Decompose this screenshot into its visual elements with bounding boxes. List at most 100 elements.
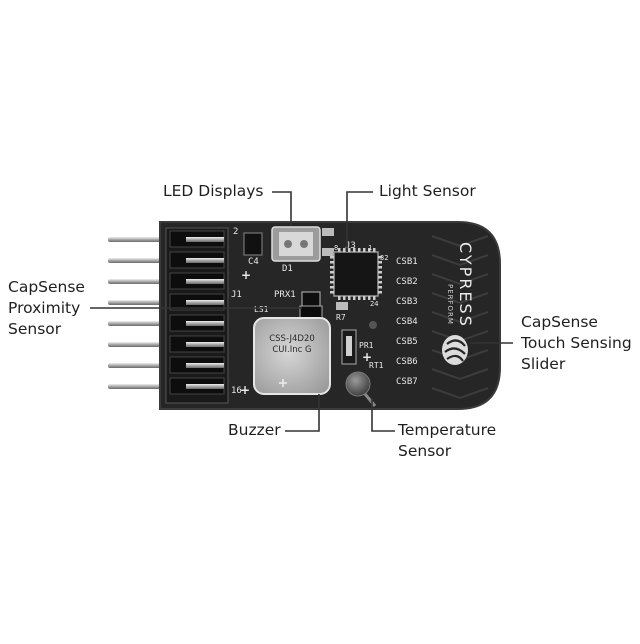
chip-pin — [368, 248, 371, 252]
callout-led-displays-text: LED Displays — [163, 182, 264, 200]
chip-pin — [343, 296, 346, 300]
chip-pin — [330, 261, 334, 264]
silk-csb-label: CSB4 — [396, 317, 418, 327]
regulator-chip — [243, 232, 263, 256]
callout-buzzer: Buzzer — [228, 420, 281, 441]
silk-plus: + — [362, 350, 372, 364]
led-dot — [300, 240, 308, 248]
leader-lines — [90, 191, 513, 432]
callout-light-sensor: Light Sensor — [379, 181, 476, 202]
cypress-logo-icon — [442, 335, 468, 365]
silk-j3: J3 — [345, 241, 356, 251]
leader-light-sensor — [346, 191, 373, 252]
callout-touch-slider-line3: Slider — [521, 355, 566, 373]
silk-n24: 24 — [370, 300, 378, 308]
chip-pin — [378, 271, 382, 274]
smd-component — [322, 248, 334, 256]
chip-pin — [330, 266, 334, 269]
chip-pin — [363, 248, 366, 252]
thermistor-leg — [363, 393, 377, 407]
pr1-window — [346, 336, 352, 356]
chip-pin — [378, 291, 382, 294]
chip-pin — [378, 256, 382, 259]
callout-touch-slider: CapSense Touch Sensing Slider — [521, 312, 632, 375]
chip-pin — [348, 296, 351, 300]
callout-buzzer-text: Buzzer — [228, 421, 281, 439]
chip-pin — [330, 271, 334, 274]
silk-csb-label: CSB1 — [396, 257, 418, 267]
proximity-connector — [301, 291, 321, 307]
chip-pin — [353, 296, 356, 300]
r7-resistor — [336, 302, 348, 310]
chevron-segment — [431, 368, 489, 381]
fiducial — [369, 321, 377, 329]
silk-ls1: LS1 — [254, 305, 269, 314]
chevron-segment — [431, 254, 489, 267]
connector-slots — [169, 230, 225, 395]
leader-buzzer — [285, 394, 320, 432]
silk-n1: 1 — [368, 244, 372, 252]
led-dot — [284, 240, 292, 248]
chevron-segment — [431, 273, 489, 286]
connector-pin — [186, 384, 224, 389]
chip-pin — [353, 248, 356, 252]
chip-pin — [330, 281, 334, 284]
buzzer-label: CSS-J4D20 CUI.Inc G — [254, 334, 330, 356]
silk-c4: C4 — [248, 257, 259, 267]
callout-proximity-line2: Proximity — [8, 299, 81, 317]
chip-pins — [330, 248, 382, 300]
connector-pin — [186, 279, 224, 284]
brand-sub-text: PERFORM — [446, 284, 454, 325]
chip-pin — [378, 286, 382, 289]
chip-pin — [363, 296, 366, 300]
chip-pin — [378, 261, 382, 264]
callout-proximity-line1: CapSense — [8, 278, 85, 296]
brand-mark: CYPRESS PERFORM — [446, 242, 475, 328]
buzzer — [253, 317, 331, 395]
chip-pin — [368, 296, 371, 300]
silk-rt1: RT1 — [369, 361, 384, 370]
pcb-board — [159, 221, 501, 410]
callout-proximity-line3: Sensor — [8, 320, 62, 338]
chevron-segment — [431, 311, 489, 324]
chip-pin — [343, 248, 346, 252]
connector-pin — [186, 258, 224, 263]
chevron-segment — [431, 235, 489, 248]
silk-plus: + — [241, 268, 251, 282]
chip-pin — [330, 291, 334, 294]
silk-r7: R7 — [336, 313, 346, 322]
chip-pin — [373, 248, 376, 252]
connector-pin — [186, 237, 224, 242]
chip-pin — [330, 276, 334, 279]
chip-pin — [330, 286, 334, 289]
chip-pin — [338, 248, 341, 252]
callout-temperature-line2: Sensor — [398, 442, 452, 460]
silk-prx1: PRX1 — [274, 290, 296, 300]
buzzer-label-line1: CSS-J4D20 — [269, 334, 315, 344]
connector-pin — [186, 363, 224, 368]
callout-light-sensor-text: Light Sensor — [379, 182, 476, 200]
silk-n8: 8 — [334, 244, 338, 252]
chip-pin — [338, 296, 341, 300]
silk-pr1: PR1 — [359, 341, 374, 350]
silk-pin2: 2 — [233, 227, 238, 237]
connector-pin — [186, 321, 224, 326]
chip-pin — [378, 281, 382, 284]
chevron-segment — [431, 292, 489, 305]
chip-pin — [378, 276, 382, 279]
silk-j1: J1 — [231, 290, 242, 300]
chip-pin — [330, 256, 334, 259]
smd-component — [322, 228, 334, 236]
silk-d1: D1 — [282, 264, 293, 274]
silk-n32: 32 — [380, 254, 388, 262]
silk-csb-label: CSB6 — [396, 357, 418, 367]
chip-pin — [348, 248, 351, 252]
callout-temperature-sensor: Temperature Sensor — [398, 420, 496, 462]
buzzer-plus-mark — [279, 379, 287, 387]
silk-csb-label: CSB5 — [396, 337, 418, 347]
connector-pin — [186, 342, 224, 347]
buzzer-label-line2: CUI.Inc G — [272, 345, 312, 355]
